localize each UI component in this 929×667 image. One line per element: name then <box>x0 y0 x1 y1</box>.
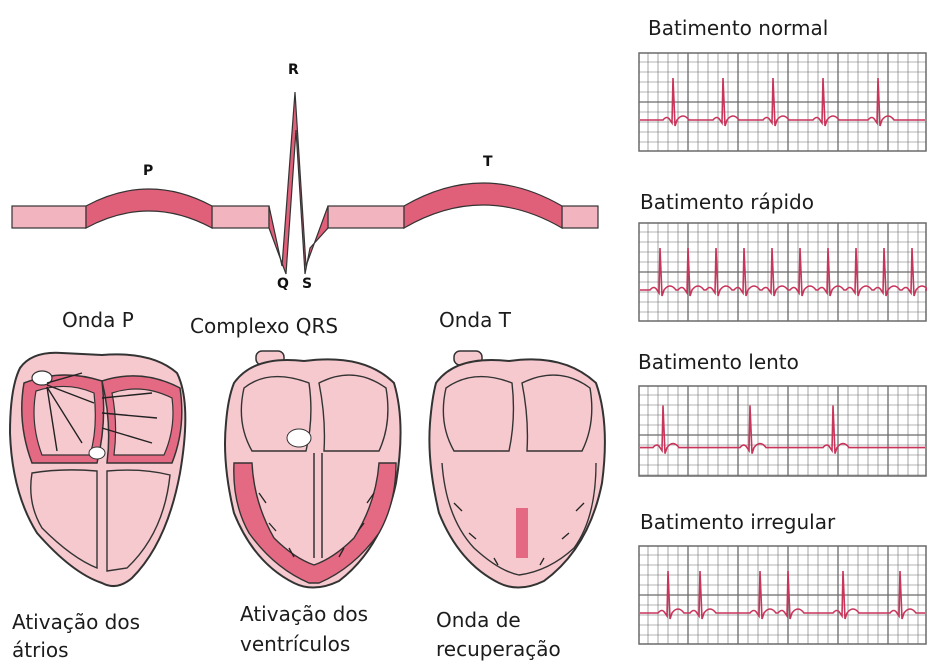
ecg-strip-fast <box>638 222 927 322</box>
s-point-letter: S <box>302 276 312 292</box>
heart-atrial-activation <box>2 343 202 593</box>
caption-atria-line2: átrios <box>12 638 69 662</box>
caption-ventricles-line1: Ativação dos <box>240 602 368 626</box>
phase-title-qrs: Complexo QRS <box>190 314 338 338</box>
t-wave-letter: T <box>483 154 493 170</box>
caption-recovery-line1: Onda de <box>436 608 521 632</box>
caption-atria-line1: Ativação dos <box>12 610 140 634</box>
rhythm-title-irregular: Batimento irregular <box>640 510 835 534</box>
heart-recovery <box>424 343 624 593</box>
ecg-strip-slow <box>638 385 927 477</box>
heart-ventricular-activation <box>214 343 414 593</box>
q-point-letter: Q <box>277 276 289 292</box>
phase-title-p-wave: Onda P <box>62 308 134 332</box>
ecg-strip-irregular <box>638 545 927 645</box>
ecg-strip-normal <box>638 52 927 152</box>
caption-ventricles-line2: ventrículos <box>240 632 350 656</box>
phase-title-t-wave: Onda T <box>439 308 511 332</box>
p-wave-letter: P <box>143 163 153 179</box>
ecg-waveform-diagram: P R Q S T <box>0 0 610 300</box>
rhythm-title-slow: Batimento lento <box>638 350 799 374</box>
r-peak-letter: R <box>288 62 299 78</box>
rhythm-title-fast: Batimento rápido <box>640 190 814 214</box>
rhythm-title-normal: Batimento normal <box>648 16 828 40</box>
caption-recovery-line2: recuperação <box>436 637 561 661</box>
